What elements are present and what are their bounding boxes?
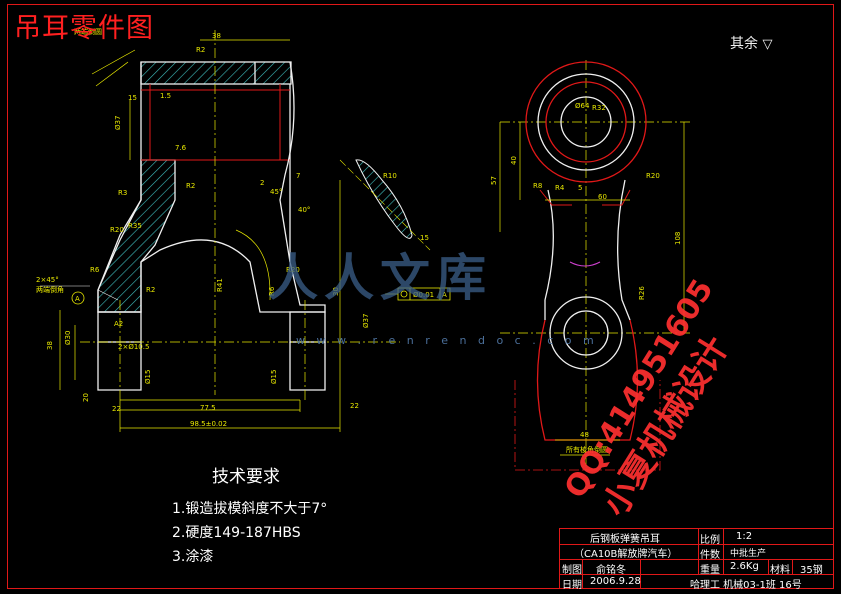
svg-text:Ø30: Ø30 <box>64 331 72 345</box>
svg-text:R41: R41 <box>216 278 224 292</box>
svg-text:30: 30 <box>332 287 340 296</box>
svg-text:R10: R10 <box>383 172 397 180</box>
svg-text:15: 15 <box>128 94 137 102</box>
tech-heading: 技术要求 <box>212 467 280 487</box>
dimension-lines <box>59 39 341 432</box>
svg-text:7.6: 7.6 <box>175 144 187 152</box>
tech-item-3: 3.涂漆 <box>172 549 214 565</box>
svg-text:Ø64: Ø64 <box>575 102 590 110</box>
svg-text:R3: R3 <box>118 189 127 197</box>
drawing-frame <box>7 4 834 589</box>
svg-text:两端倒圆: 两端倒圆 <box>74 27 102 36</box>
svg-text:2×45°: 2×45° <box>36 276 59 284</box>
svg-text:38: 38 <box>212 32 221 40</box>
svg-text:22: 22 <box>112 405 121 413</box>
svg-text:2×Ø10.5: 2×Ø10.5 <box>118 343 149 351</box>
svg-text:1.5: 1.5 <box>160 92 171 100</box>
svg-text:R32: R32 <box>592 104 606 112</box>
svg-text:45°: 45° <box>270 188 282 196</box>
svg-text:48: 48 <box>580 431 589 439</box>
svg-text:57: 57 <box>490 176 498 185</box>
svg-text:两端倒角: 两端倒角 <box>36 285 64 294</box>
section-view <box>97 61 326 391</box>
watermark-site: w w w . r e n r e n d o c . c o m <box>296 334 598 347</box>
datum-a-marker: A <box>71 291 85 305</box>
break-line <box>569 261 601 267</box>
date-value: 2006.9.28 <box>590 576 641 587</box>
tech-item-2: 2.硬度149-187HBS <box>172 525 301 541</box>
svg-text:R6: R6 <box>268 286 276 296</box>
roughness-icon: ▽ <box>762 37 773 52</box>
material-label: 材料 <box>770 565 790 576</box>
svg-text:5: 5 <box>578 184 582 192</box>
svg-text:R20: R20 <box>286 266 300 274</box>
svg-text:R6: R6 <box>90 266 100 274</box>
svg-text:60: 60 <box>598 193 607 201</box>
svg-text:108: 108 <box>674 232 682 245</box>
material-value: 35钢 <box>800 565 823 576</box>
part-name-line1: 后钢板弹簧吊耳 <box>590 534 660 545</box>
svg-text:38: 38 <box>46 341 54 350</box>
tolerance-frame <box>385 287 451 301</box>
svg-text:A: A <box>442 291 447 299</box>
weight-value: 2.6Kg <box>730 561 759 572</box>
roughness-note: 其余 ▽ <box>730 33 772 53</box>
removed-section: R10 15 <box>339 159 431 251</box>
watermark-logo: 人人文库 <box>268 249 492 307</box>
svg-text:Ø37: Ø37 <box>362 314 370 328</box>
svg-text:R2: R2 <box>186 182 195 190</box>
date-label: 日期 <box>562 580 582 591</box>
svg-text:R26: R26 <box>638 286 646 300</box>
svg-text:7: 7 <box>296 172 300 180</box>
svg-text:Ø15: Ø15 <box>270 370 278 384</box>
svg-text:20: 20 <box>82 393 90 402</box>
svg-text:2: 2 <box>260 179 264 187</box>
svg-text:A2: A2 <box>114 320 123 328</box>
school-note: 哈理工 机械03-1班 16号 <box>690 580 802 591</box>
svg-text:R20: R20 <box>646 172 660 180</box>
count-value: 中批生产 <box>730 549 767 559</box>
drawn-label: 制图 <box>562 565 582 576</box>
svg-text:R20: R20 <box>110 226 124 234</box>
page-title: 吊耳零件图 <box>14 13 154 44</box>
svg-text:R35: R35 <box>128 222 142 230</box>
scale-value: 1:2 <box>736 531 753 542</box>
tech-item-1: 1.锻造拔模斜度不大于7° <box>172 501 328 517</box>
svg-text:A: A <box>75 295 80 303</box>
dimension-labels-left: 两端倒圆 R2 38 15 1.5 Ø37 7.6 R3 R2 R20 R35 … <box>36 27 370 428</box>
svg-text:40°: 40° <box>298 206 310 214</box>
svg-text:R8: R8 <box>533 182 542 190</box>
svg-text:Ø15: Ø15 <box>144 370 152 384</box>
svg-text:所有棱角倒圆: 所有棱角倒圆 <box>566 445 608 454</box>
drawn-value: 俞铭冬 <box>596 565 626 576</box>
roughness-label: 其余 <box>730 36 758 52</box>
svg-text:40: 40 <box>510 156 518 165</box>
leaders <box>40 285 119 301</box>
title-block: 后钢板弹簧吊耳 （CA10B解放牌汽车） 比例 1:2 件数 中批生产 制图 俞… <box>559 528 834 591</box>
svg-text:15: 15 <box>420 234 429 242</box>
svg-text:R4: R4 <box>555 184 565 192</box>
svg-text:98.5±0.02: 98.5±0.02 <box>190 420 227 428</box>
part-name-line2: （CA10B解放牌汽车） <box>574 549 678 560</box>
svg-text:22: 22 <box>350 402 359 410</box>
count-label: 件数 <box>700 550 720 561</box>
svg-text:Ø0.01: Ø0.01 <box>413 291 434 299</box>
centerlines <box>80 30 690 470</box>
svg-text:R2: R2 <box>196 46 205 54</box>
scale-label: 比例 <box>700 535 720 546</box>
svg-text:Ø37: Ø37 <box>114 116 122 130</box>
weight-label: 重量 <box>700 565 720 576</box>
svg-text:R2: R2 <box>146 286 155 294</box>
dimension-lines-right <box>499 122 685 456</box>
dimension-labels-right: Ø64 R32 57 40 R8 R4 5 60 R20 108 R26 48 … <box>490 102 682 454</box>
svg-text:77.5: 77.5 <box>200 404 216 412</box>
technical-requirements: 技术要求 1.锻造拔模斜度不大于7° 2.硬度149-187HBS 3.涂漆 <box>172 462 327 569</box>
